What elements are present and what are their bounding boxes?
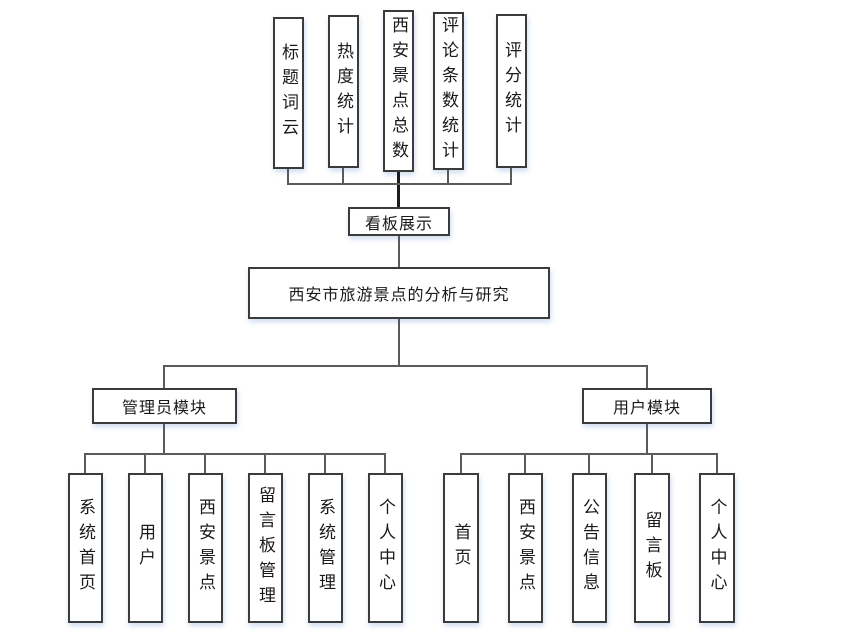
- connector-line: [163, 424, 165, 453]
- connector-line: [287, 183, 512, 185]
- node-user-messageboard: 留言板: [634, 473, 670, 623]
- connector-line: [398, 236, 400, 267]
- node-attraction-total: 西安景点总数: [383, 10, 414, 172]
- connector-line: [510, 168, 512, 184]
- node-user-xian-attractions: 西安景点: [508, 473, 543, 623]
- connector-line: [84, 453, 386, 455]
- connector-line: [287, 169, 289, 184]
- node-comment-count-stats: 评论条数统计: [433, 12, 464, 170]
- connector-line: [398, 319, 400, 365]
- node-admin-messageboard-mgmt: 留言板管理: [248, 473, 283, 623]
- connector-line: [651, 453, 653, 473]
- connector-line: [460, 453, 462, 473]
- connector-line: [163, 365, 165, 388]
- connector-line: [588, 453, 590, 473]
- connector-line: [324, 453, 326, 473]
- connector-line: [342, 168, 344, 184]
- connector-line: [384, 453, 386, 473]
- connector-line: [84, 453, 86, 473]
- connector-line: [716, 453, 718, 473]
- node-user-home: 首页: [443, 473, 479, 623]
- node-heat-stats: 热度统计: [328, 15, 359, 168]
- connector-line: [163, 365, 648, 367]
- node-admin-system-mgmt: 系统管理: [308, 473, 343, 623]
- connector-line: [264, 453, 266, 473]
- connector-line: [447, 170, 449, 184]
- node-title-wordcloud: 标题词云: [273, 17, 304, 169]
- node-rating-stats: 评分统计: [496, 14, 527, 168]
- connector-line: [397, 172, 400, 207]
- node-admin-personal-center: 个人中心: [368, 473, 403, 623]
- connector-line: [646, 365, 648, 388]
- node-user-module: 用户模块: [582, 388, 712, 424]
- node-admin-system-home: 系统首页: [68, 473, 103, 623]
- node-kanban-display: 看板展示: [348, 207, 450, 236]
- connector-line: [524, 453, 526, 473]
- node-admin-users: 用户: [128, 473, 163, 623]
- node-user-announcements: 公告信息: [572, 473, 607, 623]
- node-user-personal-center: 个人中心: [699, 473, 735, 623]
- connector-line: [204, 453, 206, 473]
- connector-line: [144, 453, 146, 473]
- connector-line: [646, 424, 648, 453]
- node-admin-module: 管理员模块: [92, 388, 237, 424]
- node-root-title: 西安市旅游景点的分析与研究: [248, 267, 550, 319]
- node-admin-xian-attractions: 西安景点: [188, 473, 223, 623]
